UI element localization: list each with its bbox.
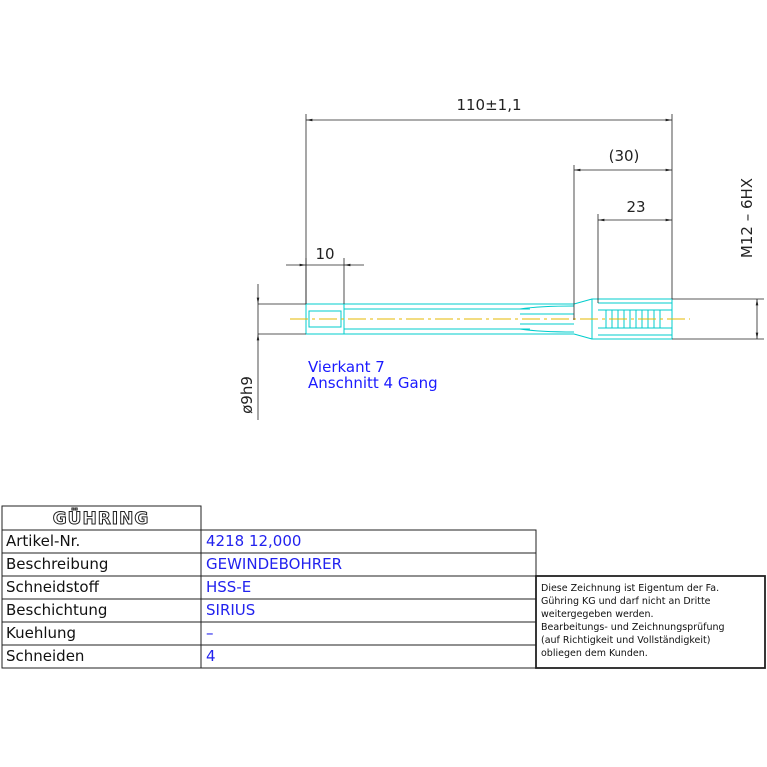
dimension-lines [256, 114, 764, 420]
row-value-cooling: – [206, 624, 214, 642]
row-label-article: Artikel-Nr. [6, 532, 80, 550]
row-label-description: Beschreibung [6, 555, 108, 573]
disclaimer-line: obliegen dem Kunden. [541, 648, 648, 659]
note-square: Vierkant 7 [308, 358, 385, 376]
dim-square-length: 10 [315, 245, 334, 263]
dim-chamfer-length: 23 [626, 198, 645, 216]
row-value-coating: SIRIUS [206, 601, 255, 619]
dim-thread-size: M12 – 6HX [738, 178, 756, 258]
row-label-material: Schneidstoff [6, 578, 100, 596]
row-value-article: 4218 12,000 [206, 532, 301, 550]
logo: GÜHRING [53, 507, 150, 529]
row-label-coating: Beschichtung [6, 601, 107, 619]
tap-outline [305, 298, 673, 340]
dim-shank-diameter: ø9h9 [238, 376, 256, 414]
dim-thread-length: (30) [609, 147, 640, 165]
disclaimer-line: Gühring KG und darf nicht an Dritte [541, 596, 711, 607]
disclaimer-line: weitergegeben werden. [541, 609, 654, 620]
disclaimer-line: (auf Richtigkeit und Vollständigkeit) [541, 635, 710, 646]
row-value-flutes: 4 [206, 647, 216, 665]
disclaimer-line: Bearbeitungs- und Zeichnungsprüfung [541, 622, 725, 633]
disclaimer-line: Diese Zeichnung ist Eigentum der Fa. [541, 583, 719, 594]
row-label-flutes: Schneiden [6, 647, 84, 665]
disclaimer-box [535, 575, 766, 669]
row-value-material: HSS-E [206, 578, 251, 596]
note-chamfer: Anschnitt 4 Gang [308, 374, 438, 392]
dim-overall-length: 110±1,1 [456, 96, 521, 114]
row-value-description: GEWINDEBOHRER [206, 555, 342, 573]
row-label-cooling: Kuehlung [6, 624, 76, 642]
